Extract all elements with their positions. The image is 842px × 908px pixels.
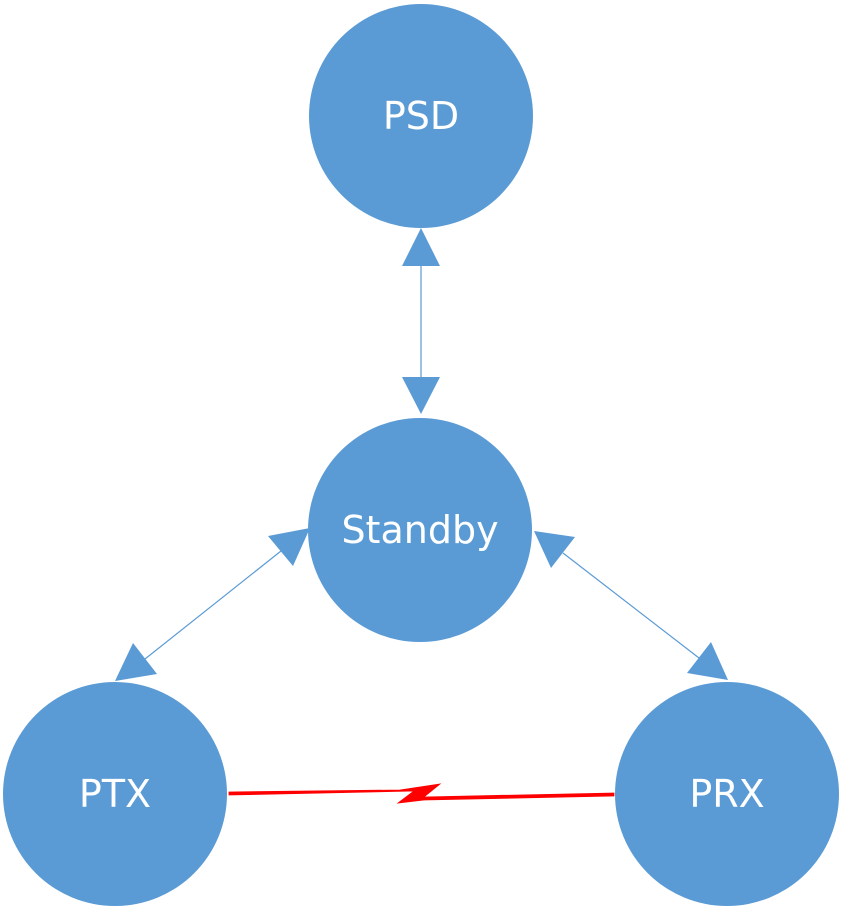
node-prx[interactable]: PRX bbox=[615, 682, 839, 906]
arrowhead-to-standby-from-ptx bbox=[268, 528, 310, 566]
node-standby[interactable]: Standby bbox=[308, 418, 532, 642]
arrowhead-to-standby bbox=[402, 377, 440, 414]
wireless-link bbox=[228, 783, 615, 804]
node-standby-label: Standby bbox=[341, 508, 498, 552]
node-ptx[interactable]: PTX bbox=[3, 682, 227, 906]
node-psd-label: PSD bbox=[383, 94, 459, 138]
lightning-bolt-icon bbox=[228, 783, 615, 804]
node-ptx-label: PTX bbox=[79, 772, 151, 816]
edge-standby-prx bbox=[534, 531, 728, 680]
node-psd[interactable]: PSD bbox=[309, 4, 533, 228]
edge-standby-psd bbox=[402, 228, 440, 414]
arrowhead-to-standby-from-prx bbox=[534, 531, 575, 568]
arrowhead-to-ptx bbox=[115, 643, 157, 681]
edge-standby-ptx bbox=[115, 528, 310, 681]
arrowhead-to-prx bbox=[687, 642, 728, 680]
arrowhead-to-psd bbox=[402, 228, 440, 266]
node-prx-label: PRX bbox=[689, 772, 764, 816]
